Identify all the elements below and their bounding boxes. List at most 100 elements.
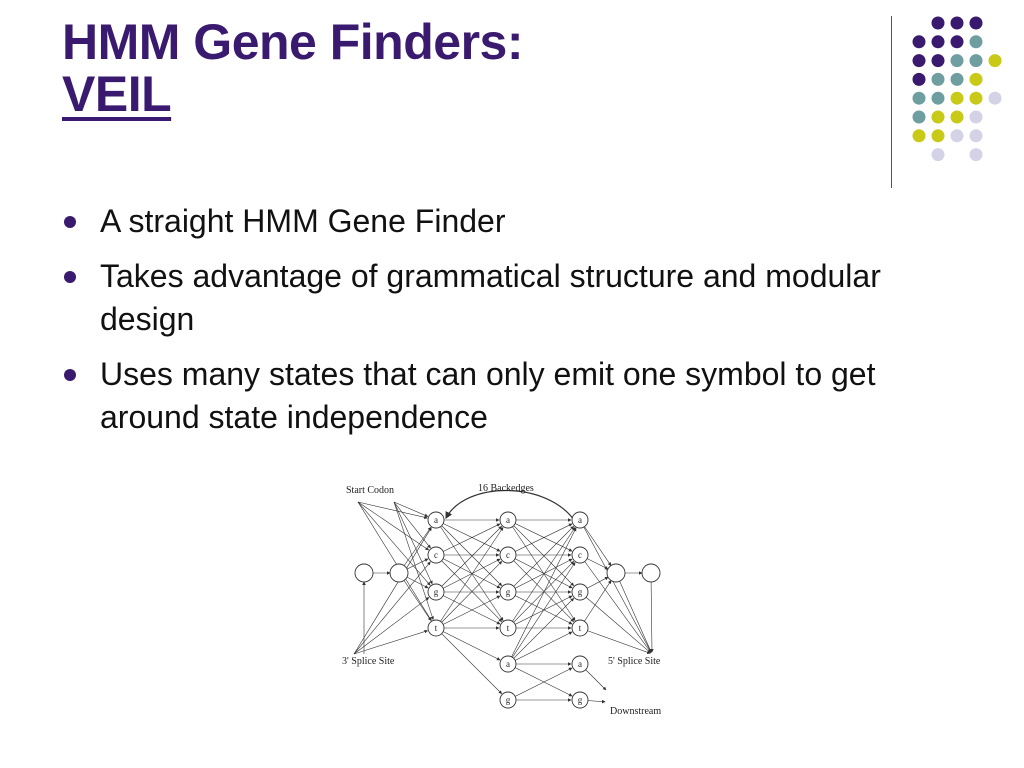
transition-edge xyxy=(507,554,573,589)
transition-edge xyxy=(357,501,430,551)
transition-edge xyxy=(435,558,501,593)
decorative-dot xyxy=(988,54,1002,68)
decorative-dot xyxy=(931,110,945,124)
bullet-text: Uses many states that can only emit one … xyxy=(100,356,876,435)
bullet-icon xyxy=(64,216,76,228)
transition-edge xyxy=(435,554,501,589)
transition-edge xyxy=(507,560,575,629)
decorative-dot xyxy=(931,16,945,30)
hmm-state-letter: g xyxy=(506,587,511,597)
bullet-icon xyxy=(64,369,76,381)
hmm-state-node xyxy=(427,619,445,637)
decorative-dot xyxy=(950,16,964,30)
transition-edge xyxy=(435,519,501,552)
bullet-item: Takes advantage of grammatical structure… xyxy=(62,255,962,341)
hmm-state-node xyxy=(571,619,589,637)
hmm-state-letter: a xyxy=(578,659,582,669)
hmm-state-node xyxy=(427,546,445,564)
decorative-dot xyxy=(912,72,926,86)
decorative-dot xyxy=(969,35,983,49)
slide-title: HMM Gene Finders: VEIL xyxy=(62,16,523,120)
hmm-state-node xyxy=(499,511,517,529)
backedge-arc xyxy=(445,489,575,521)
hmm-state-node xyxy=(571,655,589,673)
hmm-state-letter: a xyxy=(578,515,582,525)
hmm-state-letter: c xyxy=(578,550,582,560)
bullet-text: Takes advantage of grammatical structure… xyxy=(100,258,881,337)
transition-edge xyxy=(507,519,573,552)
hmm-state-node xyxy=(499,546,517,564)
bullet-item: Uses many states that can only emit one … xyxy=(62,353,962,439)
hmm-state-letter: g xyxy=(506,695,511,705)
bullet-text: A straight HMM Gene Finder xyxy=(100,203,506,239)
transition-edge xyxy=(353,561,431,655)
hmm-state-node xyxy=(427,583,445,601)
transition-edge xyxy=(507,631,573,665)
decorative-dot xyxy=(912,54,926,68)
decorative-dot-grid xyxy=(912,16,1002,162)
decorative-dot xyxy=(912,35,926,49)
transition-edge xyxy=(357,501,431,586)
transition-edge xyxy=(507,523,573,556)
splice5-label: 5' Splice Site xyxy=(608,656,661,667)
decorative-dot xyxy=(931,91,945,105)
hmm-state-node xyxy=(499,655,517,673)
downstream-label: Downstream xyxy=(610,706,661,717)
hmm-state-letter: a xyxy=(506,659,510,669)
transition-edge xyxy=(507,597,575,665)
decorative-dot xyxy=(912,110,926,124)
transition-edge xyxy=(435,554,503,623)
transition-edge xyxy=(615,572,652,653)
hmm-state-letter: c xyxy=(506,550,510,560)
transition-edge xyxy=(507,562,576,665)
transition-edge xyxy=(507,591,573,625)
transition-edge xyxy=(435,627,501,661)
decorative-dot xyxy=(950,91,964,105)
decorative-dot xyxy=(969,91,983,105)
transition-edge xyxy=(579,519,652,653)
decorative-dot xyxy=(950,110,964,124)
transition-edge xyxy=(579,627,651,654)
decorative-dot xyxy=(931,72,945,86)
hmm-state-node xyxy=(571,511,589,529)
decorative-dot xyxy=(931,148,945,162)
decorative-dot xyxy=(969,72,983,86)
title-line-2: VEIL xyxy=(62,66,172,122)
transition-edge xyxy=(393,501,431,549)
transition-edge xyxy=(357,501,428,520)
hmm-state-letter: g xyxy=(578,587,583,597)
bullet-item: A straight HMM Gene Finder xyxy=(62,200,962,243)
hmm-state-letter: c xyxy=(434,550,438,560)
transition-edge xyxy=(579,554,652,653)
transition-edge xyxy=(507,667,573,701)
hmm-state-letter: g xyxy=(434,587,439,597)
transition-edge xyxy=(507,525,575,593)
transition-edge xyxy=(353,597,430,655)
decorative-dot xyxy=(912,129,926,143)
decorative-dot xyxy=(969,110,983,124)
hmm-state-node xyxy=(389,563,409,583)
transition-edge xyxy=(579,519,612,567)
decorative-dot xyxy=(988,91,1002,105)
transition-edge xyxy=(435,595,501,629)
transition-edge xyxy=(507,527,577,665)
transition-edge xyxy=(507,558,573,593)
transition-edge xyxy=(435,519,504,622)
transition-edge xyxy=(507,519,575,587)
decorative-dot xyxy=(931,54,945,68)
transition-edge xyxy=(435,523,501,556)
hmm-state-letter: t xyxy=(507,623,510,633)
transition-edge xyxy=(650,572,654,653)
transition-edge xyxy=(353,527,432,655)
hmm-state-node xyxy=(641,563,661,583)
transition-edge xyxy=(435,627,503,695)
transition-edge xyxy=(435,519,503,587)
hmm-state-letter: t xyxy=(579,623,582,633)
transition-edge xyxy=(507,554,575,623)
transition-edge xyxy=(357,501,432,621)
hmm-state-node xyxy=(606,563,626,583)
transition-edge xyxy=(507,595,573,629)
hmm-state-node xyxy=(499,691,517,709)
decorative-dot xyxy=(969,148,983,162)
